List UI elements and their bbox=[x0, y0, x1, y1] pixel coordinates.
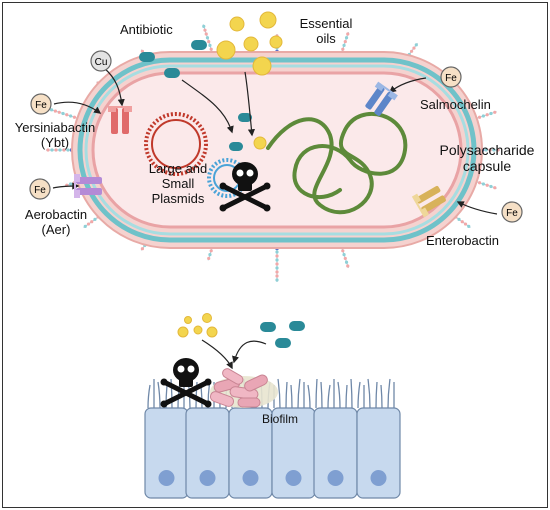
fe-label: Fe bbox=[34, 185, 46, 196]
aerobactin-label: Aerobactin (Aer) bbox=[16, 207, 96, 238]
epithelial-cell bbox=[185, 407, 230, 499]
microvillus bbox=[337, 381, 341, 409]
essential-oil-droplets bbox=[216, 11, 283, 150]
yersiniabactin-label: Yersiniabactin (Ybt) bbox=[2, 120, 108, 151]
capsule-line2: capsule bbox=[462, 158, 512, 175]
periplasm bbox=[84, 64, 470, 236]
host-epithelium bbox=[144, 378, 401, 499]
fe-label: Fe bbox=[445, 73, 457, 84]
outer-membrane bbox=[77, 57, 477, 243]
aerobactin-line1: Aerobactin bbox=[24, 207, 88, 222]
chromosomal-dna bbox=[266, 112, 408, 215]
fe-label: Fe bbox=[506, 208, 518, 219]
epithelial-cell bbox=[313, 407, 358, 499]
microvillus bbox=[327, 384, 331, 409]
ion-badge-fe-aer: Fe bbox=[29, 178, 51, 200]
microvillus bbox=[170, 378, 173, 409]
microvillus bbox=[200, 384, 203, 409]
biofilm-oil-droplets bbox=[177, 313, 218, 338]
yersiniabactin-line2: (Ybt) bbox=[40, 134, 70, 150]
cell-nucleus bbox=[242, 470, 259, 486]
biofilm-label: Biofilm bbox=[262, 412, 299, 426]
microvillus bbox=[345, 384, 348, 409]
epithelial-cell bbox=[356, 407, 401, 499]
cell-nucleus bbox=[199, 470, 216, 486]
ion-badge-fe-salmochelin: Fe bbox=[440, 66, 462, 88]
antibiotic-molecules bbox=[139, 40, 252, 151]
microvillus bbox=[320, 381, 323, 409]
aerobactin-line2: (Aer) bbox=[41, 221, 71, 237]
cell-nucleus bbox=[327, 470, 344, 486]
microvillus bbox=[157, 381, 161, 409]
microvillus bbox=[290, 384, 293, 409]
lps-chain bbox=[202, 24, 216, 59]
capsule-line1: Polysaccharide bbox=[439, 142, 535, 158]
plasmids-label: Large and Small Plasmids bbox=[139, 161, 217, 207]
yersiniabactin-receptor bbox=[108, 106, 132, 134]
bacterial-cell bbox=[71, 51, 483, 249]
microvillus bbox=[195, 381, 198, 409]
biofilm-cluster bbox=[209, 368, 278, 408]
essential-oils-label: Essential oils bbox=[291, 16, 361, 47]
microvillus bbox=[277, 378, 281, 409]
epithelial-cells bbox=[144, 407, 401, 499]
cu-label: Cu bbox=[95, 57, 108, 68]
plasmids-line1: Large and bbox=[148, 161, 208, 176]
enterobactin-receptor bbox=[411, 185, 446, 218]
lps-chain bbox=[274, 245, 280, 282]
polysaccharide-capsule-label: Polysaccharide capsule bbox=[430, 142, 544, 174]
fe-label: Fe bbox=[35, 100, 47, 111]
microvillus bbox=[387, 378, 391, 409]
aerobactin-receptor bbox=[74, 174, 102, 198]
salmochelin-label: Salmochelin bbox=[420, 97, 491, 112]
yersiniabactin-line1: Yersiniabactin bbox=[14, 120, 96, 135]
microvillus bbox=[297, 378, 301, 409]
cell-nucleus bbox=[285, 470, 302, 486]
ion-badge-cu: Cu bbox=[90, 50, 112, 72]
microvillus bbox=[367, 378, 371, 409]
microvillus bbox=[380, 384, 383, 409]
microvillus bbox=[147, 384, 151, 409]
enterobactin-label: Enterobactin bbox=[426, 233, 499, 248]
biofilm-antibiotic-molecules bbox=[260, 321, 305, 348]
microvillus bbox=[307, 384, 311, 409]
ion-badge-fe-enterobactin: Fe bbox=[501, 201, 523, 223]
lps-chain bbox=[46, 147, 75, 153]
microvillus bbox=[357, 381, 361, 409]
epithelial-cell bbox=[144, 407, 189, 499]
microvillus bbox=[375, 381, 378, 409]
skull-crossbones-icon bbox=[219, 162, 271, 212]
microvillus bbox=[285, 381, 288, 409]
essential-oils-line2: oils bbox=[316, 30, 336, 46]
large-plasmid bbox=[144, 112, 208, 176]
cell-nucleus bbox=[370, 470, 387, 486]
essential-oils-line1: Essential bbox=[299, 16, 353, 31]
plasmids-line3: Plasmids bbox=[151, 190, 205, 206]
plasmids-line2: Small bbox=[161, 175, 195, 191]
ion-badge-fe-ybt: Fe bbox=[30, 93, 52, 115]
antibiotic-label: Antibiotic bbox=[120, 22, 173, 37]
salmochelin-receptor bbox=[365, 81, 398, 116]
epithelial-cell bbox=[228, 407, 273, 499]
cell-nucleus bbox=[158, 470, 175, 486]
biofilm-skull-crossbones-icon bbox=[160, 358, 212, 408]
microvillus bbox=[350, 378, 353, 409]
cytoplasm bbox=[91, 71, 463, 229]
microvillus bbox=[315, 378, 318, 409]
